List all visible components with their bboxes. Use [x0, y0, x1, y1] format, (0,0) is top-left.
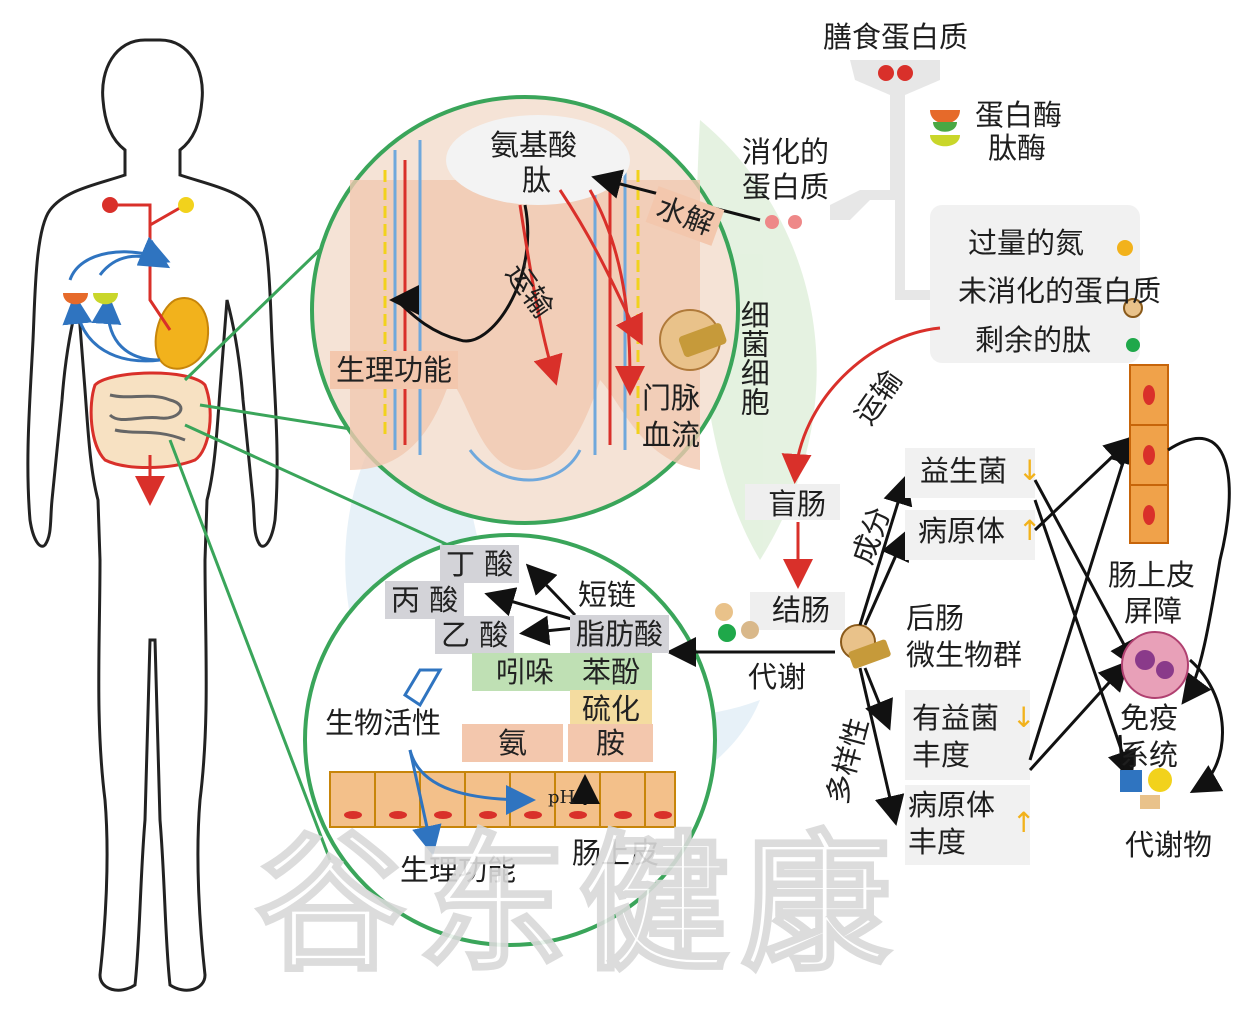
label-peptide: 肽 — [522, 163, 552, 197]
label-pathogen-abund-2: 丰度 — [908, 825, 967, 859]
label-metabolism: 代谢 — [748, 660, 807, 694]
down-arrow-icon: ↓ — [1012, 701, 1036, 734]
organs — [62, 197, 212, 506]
label-physio-function-small: 生理功能 — [330, 351, 459, 389]
zoom-connectors — [168, 238, 471, 861]
label-pathogens: 病原体 — [918, 514, 1006, 548]
up-arrow-icon: ↑ — [1012, 806, 1036, 839]
label-physio-function-large: 生理功能 — [400, 853, 517, 887]
label-butyric: 丁 酸 — [440, 545, 520, 583]
label-undigested-protein: 未消化的蛋白质 — [958, 274, 1162, 308]
label-pathogen-abund-1: 病原体 — [908, 788, 996, 822]
label-colon: 结肠 — [772, 593, 831, 627]
label-digested-protein-2: 蛋白质 — [742, 170, 830, 204]
label-beneficial-2: 丰度 — [912, 738, 971, 772]
label-scfa-2: 脂肪酸 — [570, 615, 670, 653]
label-cecum: 盲肠 — [768, 487, 827, 521]
label-immune-1: 免疫 — [1120, 701, 1179, 735]
small-intestine-circle — [310, 95, 740, 525]
label-barrier-2: 屏障 — [1124, 594, 1183, 628]
label-barrier-1: 肠上皮 — [1108, 558, 1196, 592]
label-acetic: 乙 酸 — [435, 616, 515, 654]
label-portal-vein-1: 门脉 — [642, 381, 701, 415]
digestive-tract-pipe — [591, 60, 1143, 484]
label-hindgut-1: 后肠 — [906, 601, 965, 635]
label-sulfide: 硫化 — [570, 690, 653, 728]
human-body-outline — [26, 38, 279, 992]
label-amino-acid: 氨基酸 — [490, 128, 578, 162]
label-peptidase: 肽酶 — [988, 131, 1047, 165]
label-protease: 蛋白酶 — [975, 98, 1063, 132]
down-arrow-icon: ↓ — [1018, 454, 1042, 487]
label-immune-2: 系统 — [1120, 738, 1179, 772]
label-amine: 胺 — [568, 724, 654, 762]
label-beneficial-1: 有益菌 — [912, 701, 1000, 735]
hindgut-pathway — [666, 364, 1231, 865]
label-residual-peptide: 剩余的肽 — [975, 323, 1092, 357]
label-ph: pH — [548, 787, 576, 808]
label-dietary-protein: 膳食蛋白质 — [823, 20, 969, 54]
label-metabolites: 代谢物 — [1125, 828, 1213, 862]
up-arrow-icon: ↑ — [1018, 514, 1042, 547]
label-bacteria-cell: 细菌细胞 — [736, 300, 771, 416]
label-probiotics: 益生菌 — [920, 454, 1008, 488]
label-bioactivity: 生物活性 — [325, 706, 442, 740]
label-epithelium: 肠上皮 — [572, 836, 660, 870]
label-indole: 吲哚 — [472, 653, 579, 691]
watermark-text: 谷东健康 — [253, 818, 904, 992]
label-excess-nitrogen: 过量的氮 — [968, 226, 1085, 260]
label-portal-vein-2: 血流 — [642, 418, 701, 452]
label-digested-protein-1: 消化的 — [742, 135, 830, 169]
label-hindgut-2: 微生物群 — [906, 638, 1023, 672]
label-phenol: 苯酚 — [570, 653, 653, 691]
label-scfa-1: 短链 — [578, 578, 637, 612]
label-ammonia: 氨 — [462, 724, 564, 762]
label-propionic: 丙 酸 — [385, 581, 465, 619]
